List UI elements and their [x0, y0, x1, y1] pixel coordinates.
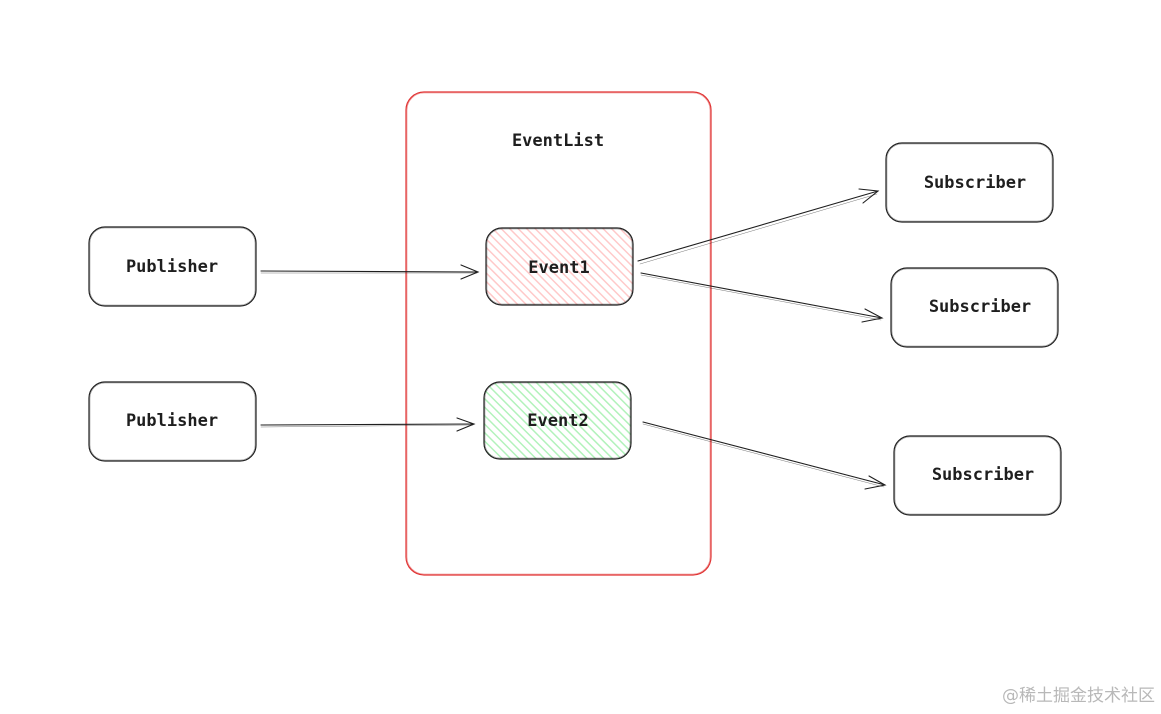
event2-label: Event2	[527, 411, 588, 431]
publisher-label: Publisher	[126, 257, 218, 277]
arrow-event2-to-subscriber3	[642, 421, 887, 490]
eventlist-container: EventList	[405, 91, 712, 576]
event-node-event2: Event2	[483, 381, 632, 460]
subscriber-node: Subscriber	[885, 142, 1054, 223]
publisher-node: Publisher	[88, 226, 257, 307]
arrow-event1-to-subscriber1	[637, 188, 880, 265]
subscriber-node: Subscriber	[893, 435, 1062, 516]
watermark: @稀土掘金技术社区	[1002, 686, 1155, 706]
subscriber-node: Subscriber	[890, 267, 1059, 348]
subscriber-label: Subscriber	[929, 297, 1031, 317]
publisher-label: Publisher	[126, 411, 218, 431]
publisher-node: Publisher	[88, 381, 257, 462]
arrow-publisher2-to-event2	[260, 417, 476, 432]
subscriber-label: Subscriber	[932, 465, 1034, 485]
event1-label: Event1	[528, 258, 589, 278]
eventlist-label: EventList	[512, 131, 604, 151]
event-node-event1: Event1	[485, 227, 634, 306]
subscriber-label: Subscriber	[924, 173, 1026, 193]
arrow-event1-to-subscriber2	[640, 272, 884, 323]
arrow-publisher1-to-event1	[260, 264, 480, 280]
